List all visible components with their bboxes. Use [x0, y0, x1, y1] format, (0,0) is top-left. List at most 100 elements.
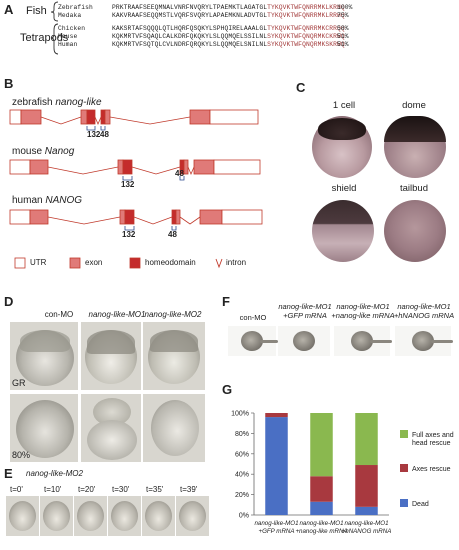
timelapse-photo: [142, 496, 175, 536]
photo-mo1-gr: [81, 322, 141, 390]
column-label: nanog-like-MO2: [144, 310, 202, 319]
legend-homeodomain-swatch: [129, 257, 141, 269]
intron-line: [47, 166, 119, 175]
legend-label: Axes rescue: [412, 466, 451, 473]
row-label: 80%: [12, 450, 31, 460]
hd-size-label: 132: [87, 130, 101, 139]
intron-line: [179, 216, 201, 225]
embryo-dome: [384, 116, 446, 178]
stage-photo-grid: 1 cell dome shield tailbud: [306, 98, 456, 273]
time-label: t=20': [78, 485, 96, 494]
exon-box: [183, 159, 189, 175]
utr-box: [9, 209, 31, 225]
legend-utr-label: UTR: [30, 258, 47, 267]
gene-title-zebrafish: zebrafish nanog-like: [12, 97, 102, 108]
x-category-label: nanog-like-MO1: [344, 520, 388, 527]
y-tick-label: 60%: [235, 451, 249, 458]
panel-e-label: E: [4, 466, 13, 481]
gene-human: [9, 209, 263, 231]
intron-line: [109, 116, 191, 125]
gene-prefix: human: [12, 195, 46, 206]
y-tick-label: 40%: [235, 472, 249, 479]
panel-f-label: F: [222, 294, 230, 309]
panel-g-label: G: [222, 382, 233, 397]
species-name: Mouse: [58, 33, 78, 40]
y-tick-label: 100%: [231, 411, 249, 418]
utr-box: [209, 109, 259, 125]
photo-mo2-80: [143, 394, 205, 462]
gene-prefix: mouse: [12, 146, 45, 157]
photo-mo2-gr: [143, 322, 205, 390]
identity-percent: 51%: [337, 41, 349, 48]
exon-box: [199, 209, 223, 225]
species-name: Chicken: [58, 25, 86, 32]
stage-label: dome: [402, 100, 426, 111]
exon-box: [189, 109, 211, 125]
timelapse-photo: [40, 496, 73, 536]
time-label: t=35': [146, 485, 164, 494]
gene-name: Nanog: [44, 146, 75, 157]
rescue-column-label: con-MO: [239, 313, 267, 322]
group-tetrapods-label: Tetrapods: [20, 32, 69, 44]
stage-label: tailbud: [400, 183, 428, 194]
x-category-label: +nanog-like mRNA: [295, 528, 347, 535]
exon-box: [193, 159, 215, 175]
y-tick-label: 20%: [235, 492, 249, 499]
stage-label: 1 cell: [332, 100, 356, 111]
group-fish-label: Fish: [26, 5, 47, 17]
exon-box: [104, 109, 111, 125]
column-label: con-MO: [44, 310, 74, 319]
gene-name: nanog-like: [55, 97, 102, 108]
timelapse-photo: [74, 496, 107, 536]
exon-box: [29, 209, 49, 225]
timelapse-photo: [108, 496, 141, 536]
gene-legend: [14, 257, 223, 269]
homeodomain-box: [171, 209, 177, 225]
bar-segment-axes-rescue: [310, 476, 333, 502]
identity-percent: 58%: [337, 25, 349, 32]
x-category-label: nanog-like-MO1: [299, 520, 343, 527]
sequence-text: KAKVRAAFSEQQMSTLVQRFSVQRYLAPAEMKNLADVTGL…: [112, 12, 345, 19]
legend-intron-label: intron: [226, 258, 247, 267]
panel-b-label: B: [4, 76, 14, 91]
rescue-stacked-bar-chart: 0%20%40%60%80%100%nanog-like-MO1+GFP mRN…: [231, 411, 454, 536]
timelapse-photo: [176, 496, 209, 536]
photo-con-mo-80: [10, 394, 78, 462]
rescue-photo: [334, 326, 392, 356]
y-tick-label: 80%: [235, 431, 249, 438]
bar-segment-axes-rescue: [355, 465, 378, 507]
column-label: nanog-like-MO1: [88, 310, 146, 319]
intron-line: [187, 166, 195, 176]
legend-homeodomain-label: homeodomain: [145, 258, 196, 267]
species-name: Human: [58, 41, 78, 48]
rescue-photo: [395, 326, 453, 356]
time-label: t=30': [112, 485, 130, 494]
homeodomain-box: [122, 159, 133, 175]
legend-exon-label: exon: [85, 258, 103, 267]
sequence-text: KQKMRTVFSQAQLCALKDRFQKQKYLSLQQMQELSSILNL…: [112, 33, 345, 40]
gene-title-mouse: mouse Nanog: [12, 146, 74, 157]
exon-box: [175, 209, 181, 225]
row-label: GR: [12, 378, 26, 388]
legend-intron-swatch: [215, 258, 223, 269]
intron-line: [131, 166, 181, 175]
legend-label: Dead: [412, 501, 429, 508]
gene-structure-diagram: [9, 109, 263, 231]
utr-box: [9, 159, 31, 175]
bar-segment-axes-rescue: [265, 413, 288, 418]
exon-box: [20, 109, 42, 125]
panel-d-label: D: [4, 294, 14, 309]
group-braces: [50, 1, 59, 55]
hd-size-label: 48: [175, 169, 184, 178]
utr-box: [221, 209, 263, 225]
x-category-label: +hNANOG mRNA: [342, 528, 392, 535]
rescue-column-label: nanog-like-MO1+nanog-like mRNA: [331, 302, 395, 320]
intron-line: [133, 216, 173, 225]
photo-mo1-80: [81, 394, 141, 462]
photo-con-mo-gr: [10, 322, 78, 390]
exon-box: [119, 209, 126, 225]
stage-label: shield: [331, 183, 357, 194]
legend-label: Full axes and: [412, 432, 454, 439]
rescue-photo: [278, 326, 330, 356]
embryo-shield: [312, 200, 374, 262]
